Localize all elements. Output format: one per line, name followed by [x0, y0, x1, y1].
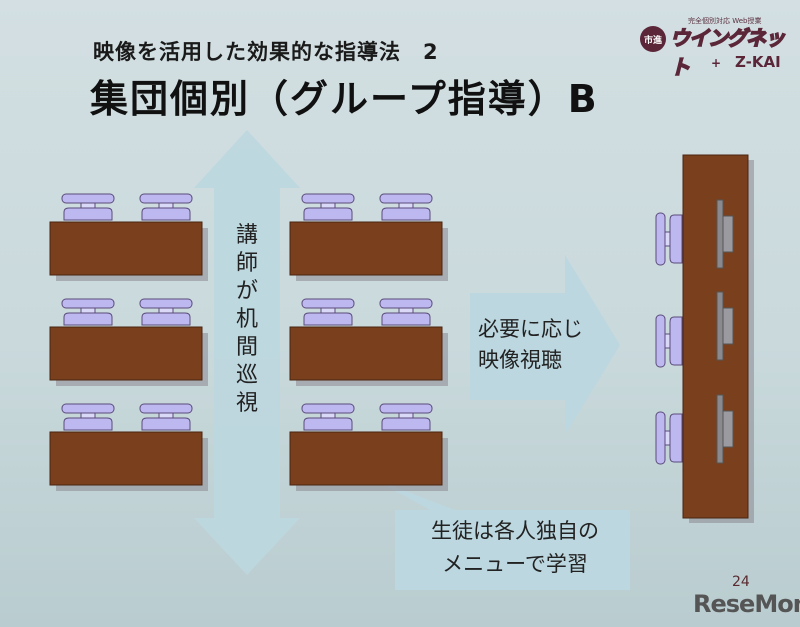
page-number: 24 [732, 574, 750, 590]
desk-group [50, 194, 208, 281]
video-viewing-desk [655, 154, 754, 523]
callout-line: 生徒は各人独自の [431, 519, 599, 543]
callout-box [372, 478, 630, 590]
logo-name: ウイングネット [669, 25, 786, 80]
desk-group [290, 404, 448, 491]
logo-tagline: 完全個別対応 Web授業 [688, 17, 762, 25]
arrow-right [470, 255, 620, 435]
watermark-logo: ReseMom. [693, 590, 800, 618]
logo-plus: + [711, 56, 722, 70]
slide-subtitle: 映像を活用した効果的な指導法 2 [93, 40, 439, 64]
teacher-patrol-label: 講師が机間巡視 [235, 223, 258, 416]
logo-badge: 市進 [640, 26, 666, 52]
video-label-line: 必要に応じ [478, 317, 583, 341]
double-arrow-vertical [194, 130, 300, 575]
logo-partner: Z-KAI [735, 53, 781, 71]
callout-text: 生徒は各人独自の メニューで学習 [400, 515, 630, 581]
slide-title: 集団個別（グループ指導）B [90, 77, 599, 121]
desk-group [50, 404, 208, 491]
video-viewing-label: 必要に応じ 映像視聴 [478, 314, 608, 376]
desk-group [50, 299, 208, 386]
desk-group [290, 299, 448, 386]
video-label-line: 映像視聴 [478, 348, 562, 372]
callout-line: メニューで学習 [442, 552, 588, 576]
desk-group [290, 194, 448, 281]
